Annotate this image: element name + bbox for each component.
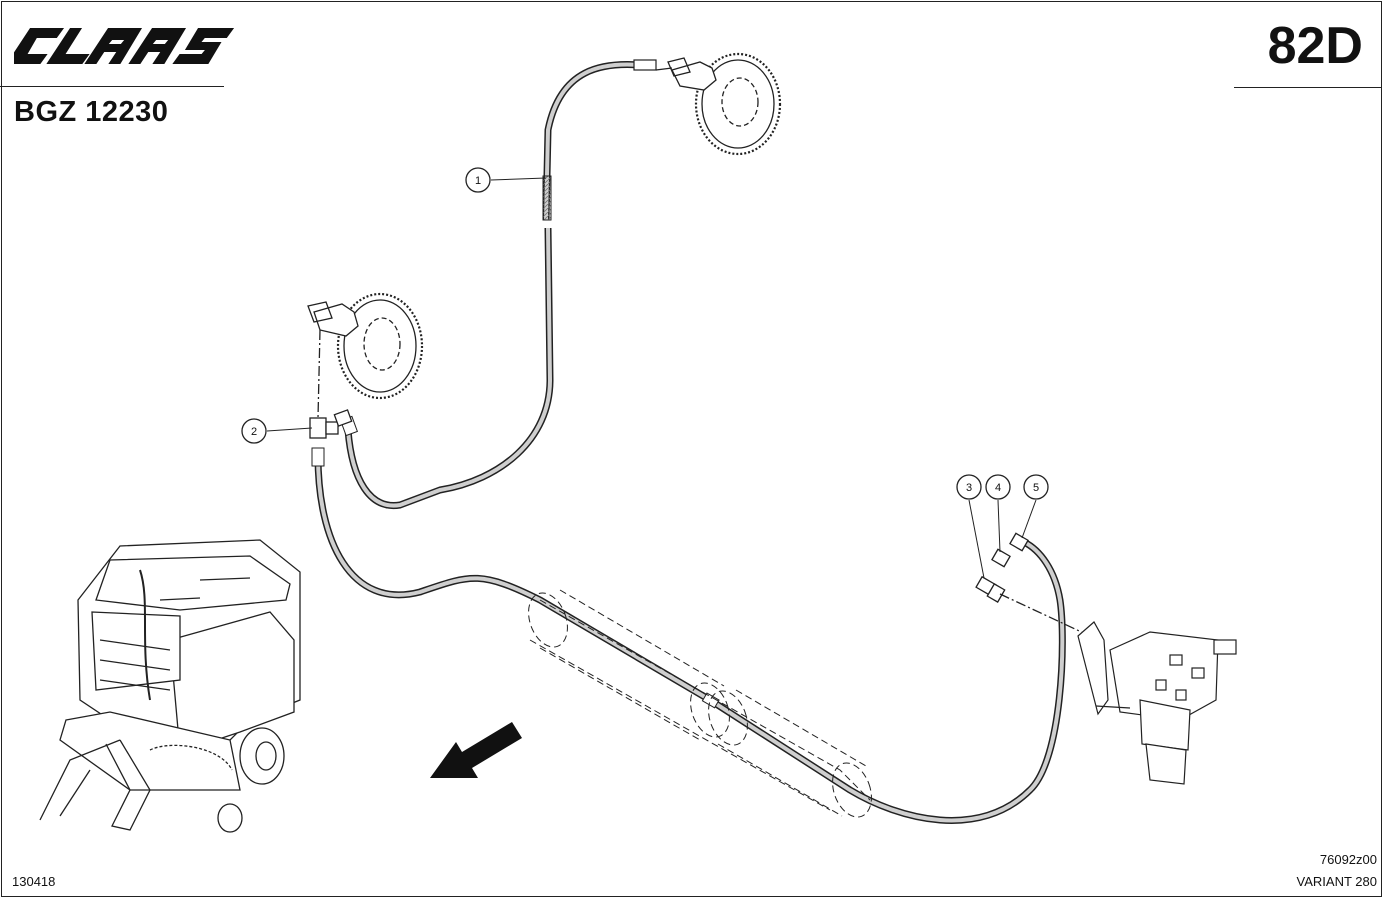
callout-leaders bbox=[266, 177, 1037, 579]
t-fitting bbox=[309, 409, 353, 439]
callout-1-label: 1 bbox=[475, 175, 481, 187]
header-rule-left bbox=[0, 86, 224, 87]
arrow-down-left-icon bbox=[430, 722, 522, 778]
phantom-tubes bbox=[528, 589, 872, 818]
callout-3: 3 bbox=[956, 474, 982, 500]
callout-4: 4 bbox=[985, 474, 1011, 500]
callout-3-label: 3 bbox=[966, 482, 972, 494]
header-rule-right bbox=[1234, 87, 1382, 88]
hose-2 bbox=[311, 447, 1066, 824]
page-code: 82D bbox=[1267, 17, 1363, 75]
claas-logo-icon bbox=[14, 28, 234, 64]
middle-sprocket bbox=[307, 292, 424, 419]
callout-2: 2 bbox=[241, 418, 267, 444]
callout-5: 5 bbox=[1023, 474, 1049, 500]
hydraulic-valve-block bbox=[1077, 621, 1237, 785]
callout-4-label: 4 bbox=[995, 482, 1001, 494]
drawing-number: 76092z00 bbox=[1319, 852, 1377, 867]
reference-code: BGZ 12230 bbox=[14, 96, 169, 128]
upper-sprocket bbox=[655, 52, 782, 156]
footer-left-code: 130418 bbox=[12, 874, 56, 889]
round-baler-overview bbox=[39, 539, 301, 833]
callout-1: 1 bbox=[465, 167, 491, 193]
fittings-3-4-5 bbox=[975, 532, 1091, 637]
variant-label: VARIANT 280 bbox=[1296, 874, 1377, 889]
callout-2-label: 2 bbox=[251, 426, 257, 438]
callout-5-label: 5 bbox=[1033, 482, 1039, 494]
hose-1 bbox=[339, 59, 657, 510]
